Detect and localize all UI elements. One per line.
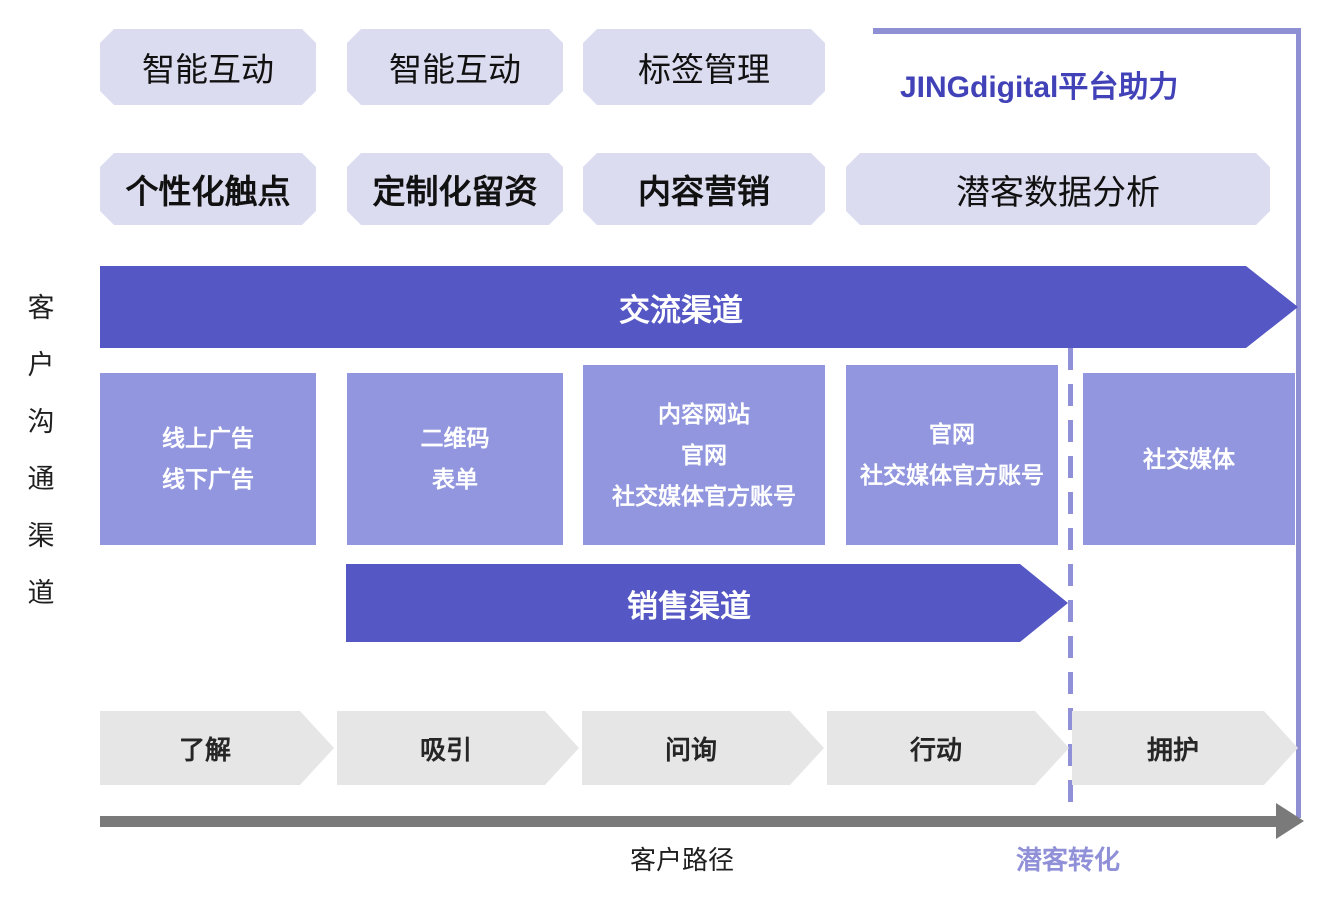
channel-card-line: 官网	[929, 422, 975, 447]
side-label-customer-channels: 客 户 沟 通 渠 道	[18, 280, 64, 622]
communication-channel-band: 交流渠道	[100, 266, 1298, 348]
channel-card-line: 表单	[432, 467, 478, 492]
axis-label-customer-journey: 客户路径	[630, 846, 735, 875]
journey-stage-attract[interactable]: 吸引	[337, 711, 579, 785]
capability-pill-label: 个性化触点	[125, 173, 291, 210]
capability-pill-content-marketing[interactable]: 内容营销	[583, 153, 825, 225]
customer-journey-axis-arrowhead	[1276, 803, 1304, 839]
journey-stage-label: 问询	[664, 734, 717, 765]
journey-stage-awareness[interactable]: 了解	[100, 711, 334, 785]
journey-stage-label: 拥护	[1146, 734, 1199, 765]
side-label-char: 道	[27, 578, 55, 608]
journey-stage-label: 行动	[909, 734, 962, 765]
channel-card-line: 社交媒体官方账号	[860, 463, 1044, 488]
capability-pill-tag-management[interactable]: 标签管理	[583, 29, 825, 105]
capability-pill-smart-interaction-2[interactable]: 智能互动	[347, 29, 563, 105]
capability-pill-personalized-touchpoints[interactable]: 个性化触点	[100, 153, 316, 225]
side-label-char: 客	[27, 293, 55, 323]
capability-pill-label: 智能互动	[389, 53, 521, 89]
channel-card-line: 内容网站	[658, 401, 750, 427]
platform-bracket-right	[1296, 28, 1301, 818]
journey-stage-inquiry[interactable]: 问询	[582, 711, 824, 785]
channel-card-line: 线下广告	[162, 467, 254, 492]
channel-card-line: 社交媒体官方账号	[612, 483, 796, 509]
capability-pill-label: 定制化留资	[372, 173, 538, 210]
capability-pill-smart-interaction-1[interactable]: 智能互动	[100, 29, 316, 105]
channel-card-official-accounts: 官网 社交媒体官方账号	[846, 365, 1058, 545]
side-label-char: 户	[27, 350, 55, 380]
channel-card-line: 线上广告	[162, 426, 254, 451]
conversion-divider-dashed-upper	[1068, 348, 1073, 708]
journey-stage-label: 吸引	[419, 734, 472, 765]
side-label-char: 渠	[27, 521, 55, 551]
capability-pill-prospect-data-analysis[interactable]: 潜客数据分析	[846, 153, 1270, 225]
side-label-char: 沟	[27, 407, 55, 437]
journey-stage-action[interactable]: 行动	[827, 711, 1069, 785]
channel-card-advertising: 线上广告 线下广告	[100, 373, 316, 545]
conversion-divider-dashed-lower	[1068, 708, 1073, 818]
capability-pill-custom-lead-capture[interactable]: 定制化留资	[347, 153, 563, 225]
sales-channel-band: 销售渠道	[346, 564, 1068, 642]
channel-card-qrcode-form: 二维码 表单	[347, 373, 563, 545]
capability-pill-label: 潜客数据分析	[956, 174, 1160, 212]
channel-card-social-media: 社交媒体	[1083, 373, 1295, 545]
channel-card-line: 二维码	[420, 426, 490, 451]
channel-card-line: 官网	[681, 442, 727, 468]
channel-card-line: 社交媒体	[1143, 446, 1235, 472]
sales-channel-band-label: 销售渠道	[627, 588, 751, 624]
journey-stage-label: 了解	[178, 734, 231, 765]
capability-pill-label: 内容营销	[638, 173, 770, 210]
communication-channel-band-label: 交流渠道	[619, 292, 743, 328]
journey-stage-advocacy[interactable]: 拥护	[1072, 711, 1298, 785]
customer-journey-axis-line	[100, 816, 1278, 827]
axis-label-lead-conversion: 潜客转化	[1016, 845, 1121, 875]
capability-pill-label: 智能互动	[142, 53, 274, 89]
capability-pill-label: 标签管理	[638, 53, 770, 89]
platform-callout-label: JINGdigital平台助力	[900, 71, 1179, 104]
channel-card-content-site: 内容网站 官网 社交媒体官方账号	[583, 365, 825, 545]
side-label-char: 通	[27, 464, 55, 494]
platform-bracket-top	[873, 28, 1301, 34]
